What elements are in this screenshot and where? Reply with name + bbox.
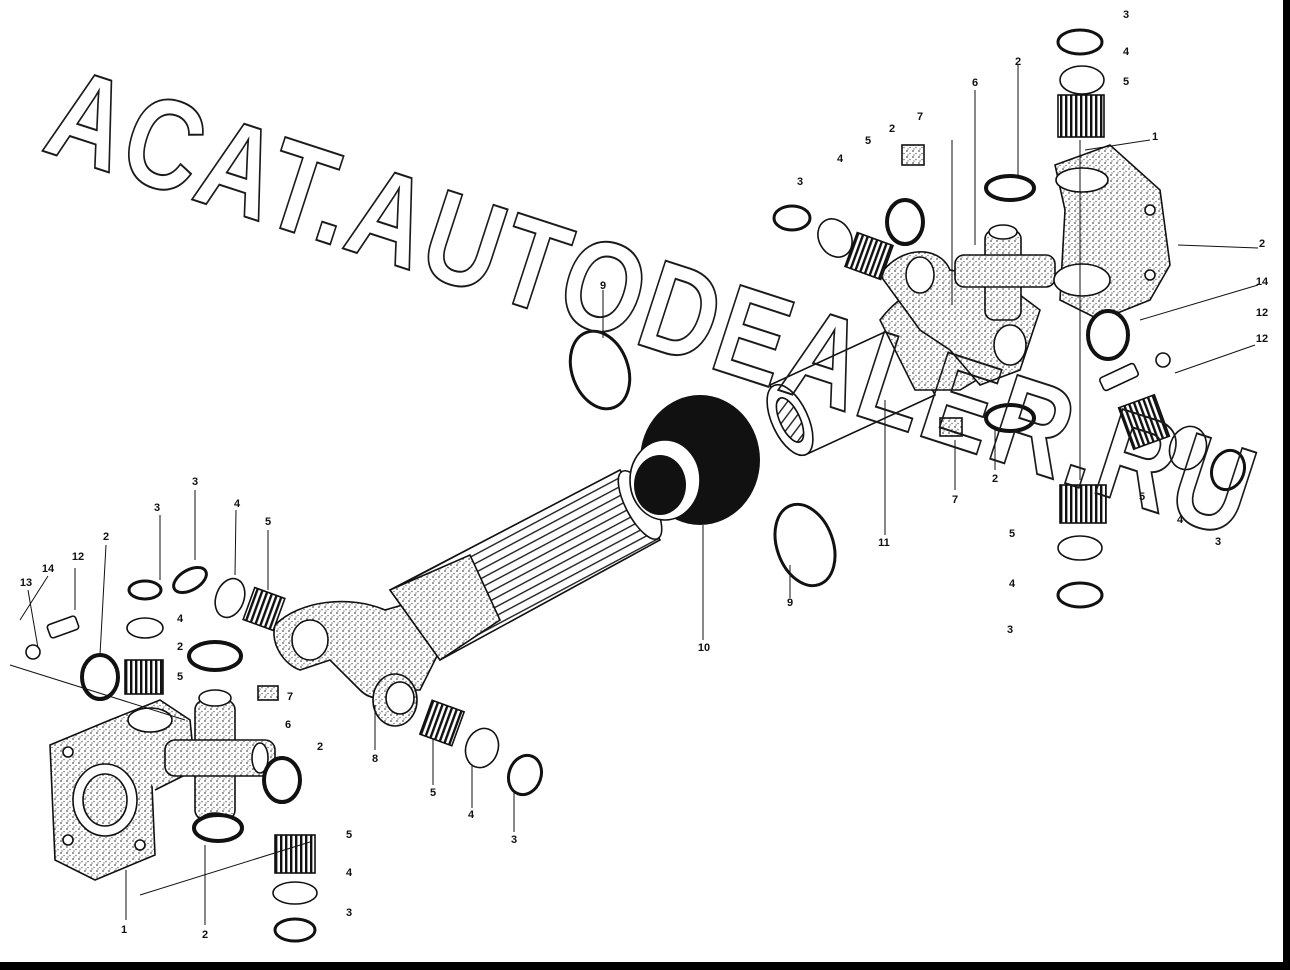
label-3: 3 [1007, 624, 1013, 636]
label-12: 12 [1256, 307, 1268, 319]
label-11: 11 [878, 537, 890, 549]
label-3: 3 [511, 834, 517, 846]
label-2: 2 [992, 473, 998, 485]
label-12: 12 [1256, 333, 1268, 345]
part-labels: 13 14 12 2 3 3 4 5 4 5 2 7 6 2 8 5 4 3 1… [20, 9, 1269, 941]
left-small-parts [25, 566, 544, 943]
label-5: 5 [1009, 528, 1015, 540]
leader-lines [9, 65, 1259, 925]
frame-bottom [0, 962, 1290, 970]
rubber-boot [629, 395, 760, 525]
label-3: 3 [1215, 536, 1221, 548]
label-5-top: 5 [1123, 76, 1129, 88]
label-7-mid: 7 [952, 494, 958, 506]
label-4: 4 [837, 153, 844, 165]
label-7-left: 7 [287, 691, 293, 703]
label-4: 4 [1009, 578, 1016, 590]
label-13: 13 [20, 577, 32, 589]
label-5: 5 [865, 135, 871, 147]
label-2: 2 [317, 741, 323, 753]
label-2: 2 [1015, 56, 1021, 68]
label-4: 4 [1177, 514, 1184, 526]
clamp-rings [568, 329, 837, 588]
right-small-parts [772, 28, 1247, 609]
label-7-top: 7 [917, 111, 923, 123]
label-2: 2 [177, 641, 183, 653]
label-1-left: 1 [121, 924, 127, 936]
label-12-left: 12 [72, 551, 84, 563]
label-4: 4 [346, 867, 353, 879]
label-1-right: 1 [1152, 131, 1158, 143]
label-4: 4 [177, 613, 184, 625]
label-3: 3 [192, 476, 198, 488]
label-9-bottom: 9 [787, 597, 793, 609]
label-8: 8 [372, 753, 378, 765]
label-6-left: 6 [285, 719, 291, 731]
label-3-top: 3 [1123, 9, 1129, 21]
label-2: 2 [103, 531, 109, 543]
label-5: 5 [1139, 491, 1145, 503]
label-4: 4 [234, 498, 241, 510]
label-14-right: 14 [1256, 276, 1269, 288]
label-4: 4 [468, 809, 475, 821]
label-3: 3 [154, 502, 160, 514]
label-6-right: 6 [972, 77, 978, 89]
label-5: 5 [177, 671, 183, 683]
label-2: 2 [889, 123, 895, 135]
label-10: 10 [698, 642, 710, 654]
label-2: 2 [1259, 238, 1265, 250]
label-14-left: 14 [42, 563, 55, 575]
left-flange-yoke [49, 699, 196, 881]
label-3: 3 [797, 176, 803, 188]
label-4-top: 4 [1123, 46, 1130, 58]
frame-right [1283, 0, 1290, 970]
label-9-top: 9 [600, 280, 606, 292]
label-5: 5 [430, 787, 436, 799]
label-2: 2 [202, 929, 208, 941]
right-cross-spider [954, 224, 1056, 321]
label-5: 5 [346, 829, 352, 841]
label-3: 3 [346, 907, 352, 919]
label-5: 5 [265, 516, 271, 528]
left-cross-spider [164, 689, 276, 828]
left-slip-yoke [273, 599, 441, 727]
right-flange-yoke [1053, 144, 1171, 321]
splined-shaft [388, 468, 663, 662]
